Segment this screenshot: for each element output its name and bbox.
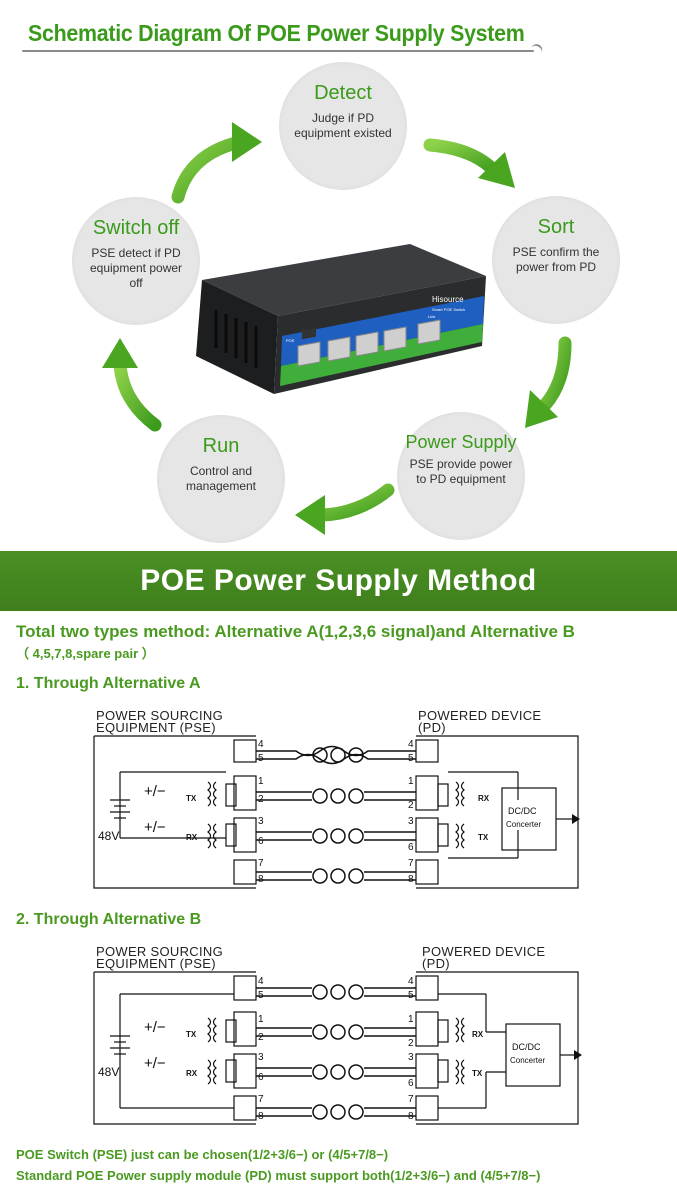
diagram-a-plus-minus-2: +/− [144,819,166,836]
diagram-a-twisted-pairs [256,745,416,884]
diagram-b-pin-right-6: 6 [408,1078,414,1089]
arrow-detect-to-sort [423,138,515,188]
diagram-a-pse-rx: RX [186,833,198,842]
device-model: Smart POE Switch [432,307,465,312]
diagram-b-pin-left-6: 6 [258,1072,264,1083]
diagram-b-pin-right-7: 7 [408,1094,414,1105]
diagram-a-pse-label-2: EQUIPMENT (PSE) [96,720,216,735]
arrow-power-to-run [295,483,395,535]
method-banner [0,551,677,611]
sort-heading: Sort [537,216,575,238]
switch-off-heading: Switch off [92,217,180,239]
device-brand: Hisource [432,295,464,304]
diagram-a-pin-right-7: 7 [408,858,414,869]
detect-heading: Detect [314,82,372,104]
diagram-a-dcdc-1: DC/DC [508,806,537,816]
diagram-a-pd-label-2: (PD) [418,720,446,735]
arrow-switchoff-to-detect [171,122,262,204]
diagram-b-pin-right-1: 1 [408,1014,414,1025]
circle-run: Run Control and management [157,415,285,543]
diagram-b-pin-right-4: 4 [408,976,414,987]
footer-note-1: POE Switch (PSE) just can be chosen(1/2+… [16,1147,389,1162]
device-poe-label: POE [286,338,295,343]
page-title: Schematic Diagram Of POE Power Supply Sy… [28,20,525,46]
diagram-a-voltage: 48V [98,829,119,843]
intro-line-2: （ 4,5,7,8,spare pair ） [16,646,155,661]
diagram-b-pd-rx: RX [472,1030,484,1039]
diagram-b-pin-left-3: 3 [258,1052,264,1063]
diagram-alternative-b: POWER SOURCING EQUIPMENT (PSE) POWERED D… [93,944,582,1125]
diagram-a-frame [93,735,579,889]
diagram-b-pin-right-2: 2 [408,1038,414,1049]
circle-switch-off: Switch off PSE detect if PD equipment po… [72,197,200,325]
diagram-a-pd-rx: RX [478,794,490,803]
method-banner-title: POE Power Supply Method [140,564,537,597]
diagram-b-pse-rx: RX [186,1069,198,1078]
diagram-a-dcdc-2: Concerter [506,820,541,829]
footer-note-2: Standard POE Power supply module (PD) mu… [16,1168,541,1183]
diagram-a-pd-label-1: POWERED DEVICE [418,708,541,723]
section-b-title: 2. Through Alternative B [16,911,202,928]
circle-detect: Detect Judge if PD equipment existed [279,62,407,190]
intro-line-1: Total two types method: Alternative A(1,… [16,622,575,641]
diagram-a-pin-left-3: 3 [258,816,264,827]
diagram-b-pin-left-2: 2 [258,1032,264,1043]
diagram-b-pd-label-2: (PD) [422,956,450,971]
diagram-b-pin-left-4: 4 [258,976,264,987]
diagram-a-pd-tx: TX [478,833,489,842]
diagram-b-pin-left-7: 7 [258,1094,264,1105]
poe-switch-image: Hisource Smart POE Switch POE Link [196,244,486,394]
power-supply-heading: Power Supply [405,432,517,452]
diagram-b-pse-label-1: POWER SOURCING [96,944,223,959]
detect-desc: Judge if PD equipment existed [294,111,392,140]
diagram-a-pin-right-2: 2 [408,800,414,811]
diagram-b-pd-label-1: POWERED DEVICE [422,944,545,959]
diagram-a-pse-label-1: POWER SOURCING [96,708,223,723]
section-a-title: 1. Through Alternative A [16,675,201,692]
device-link-label: Link [428,314,435,319]
diagram-alternative-a: POWER SOURCING EQUIPMENT (PSE) POWERED D… [93,708,580,889]
diagram-b-frame [93,971,579,1125]
diagram-a-pin-right-4: 4 [408,739,414,750]
circle-sort: Sort PSE confirm the power from PD [492,196,620,324]
diagram-a-plus-minus-1: +/− [144,783,166,800]
diagram-a-pin-right-1: 1 [408,776,414,787]
diagram-b-plus-minus-1: +/− [144,1019,166,1036]
title-underline [22,50,534,52]
diagram-b-pd-tx: TX [472,1069,483,1078]
diagram-a-pse-tx: TX [186,794,197,803]
sort-desc: PSE confirm the power from PD [512,245,600,274]
diagram-b-pin-right-3: 3 [408,1052,414,1063]
switch-off-desc: PSE detect if PD equipment power off [89,246,183,290]
arrow-run-to-switchoff [102,338,162,432]
diagram-a-pin-left-4: 4 [258,739,264,750]
diagram-b-twisted-pairs [256,984,416,1120]
arrow-sort-to-power [525,336,572,428]
diagram-a-pin-left-1: 1 [258,776,264,787]
run-desc: Control and management [185,464,257,493]
diagram-b-dcdc-1: DC/DC [512,1042,541,1052]
diagram-b-pse-label-2: EQUIPMENT (PSE) [96,956,216,971]
diagram-b-pin-left-1: 1 [258,1014,264,1025]
diagram-b-dcdc-2: Concerter [510,1056,545,1065]
cycle-arrows [102,122,572,535]
diagram-b-voltage: 48V [98,1065,119,1079]
diagram-b-pse-tx: TX [186,1030,197,1039]
diagram-a-pin-right-6: 6 [408,842,414,853]
circle-power-supply: Power Supply PSE provide power to PD equ… [397,412,525,540]
diagram-a-pin-left-7: 7 [258,858,264,869]
power-supply-desc: PSE provide power to PD equipment [409,457,513,486]
diagram-a-pin-right-3: 3 [408,816,414,827]
run-heading: Run [202,435,240,457]
diagram-a-pin-left-6: 6 [258,836,264,847]
diagram-b-plus-minus-2: +/− [144,1055,166,1072]
